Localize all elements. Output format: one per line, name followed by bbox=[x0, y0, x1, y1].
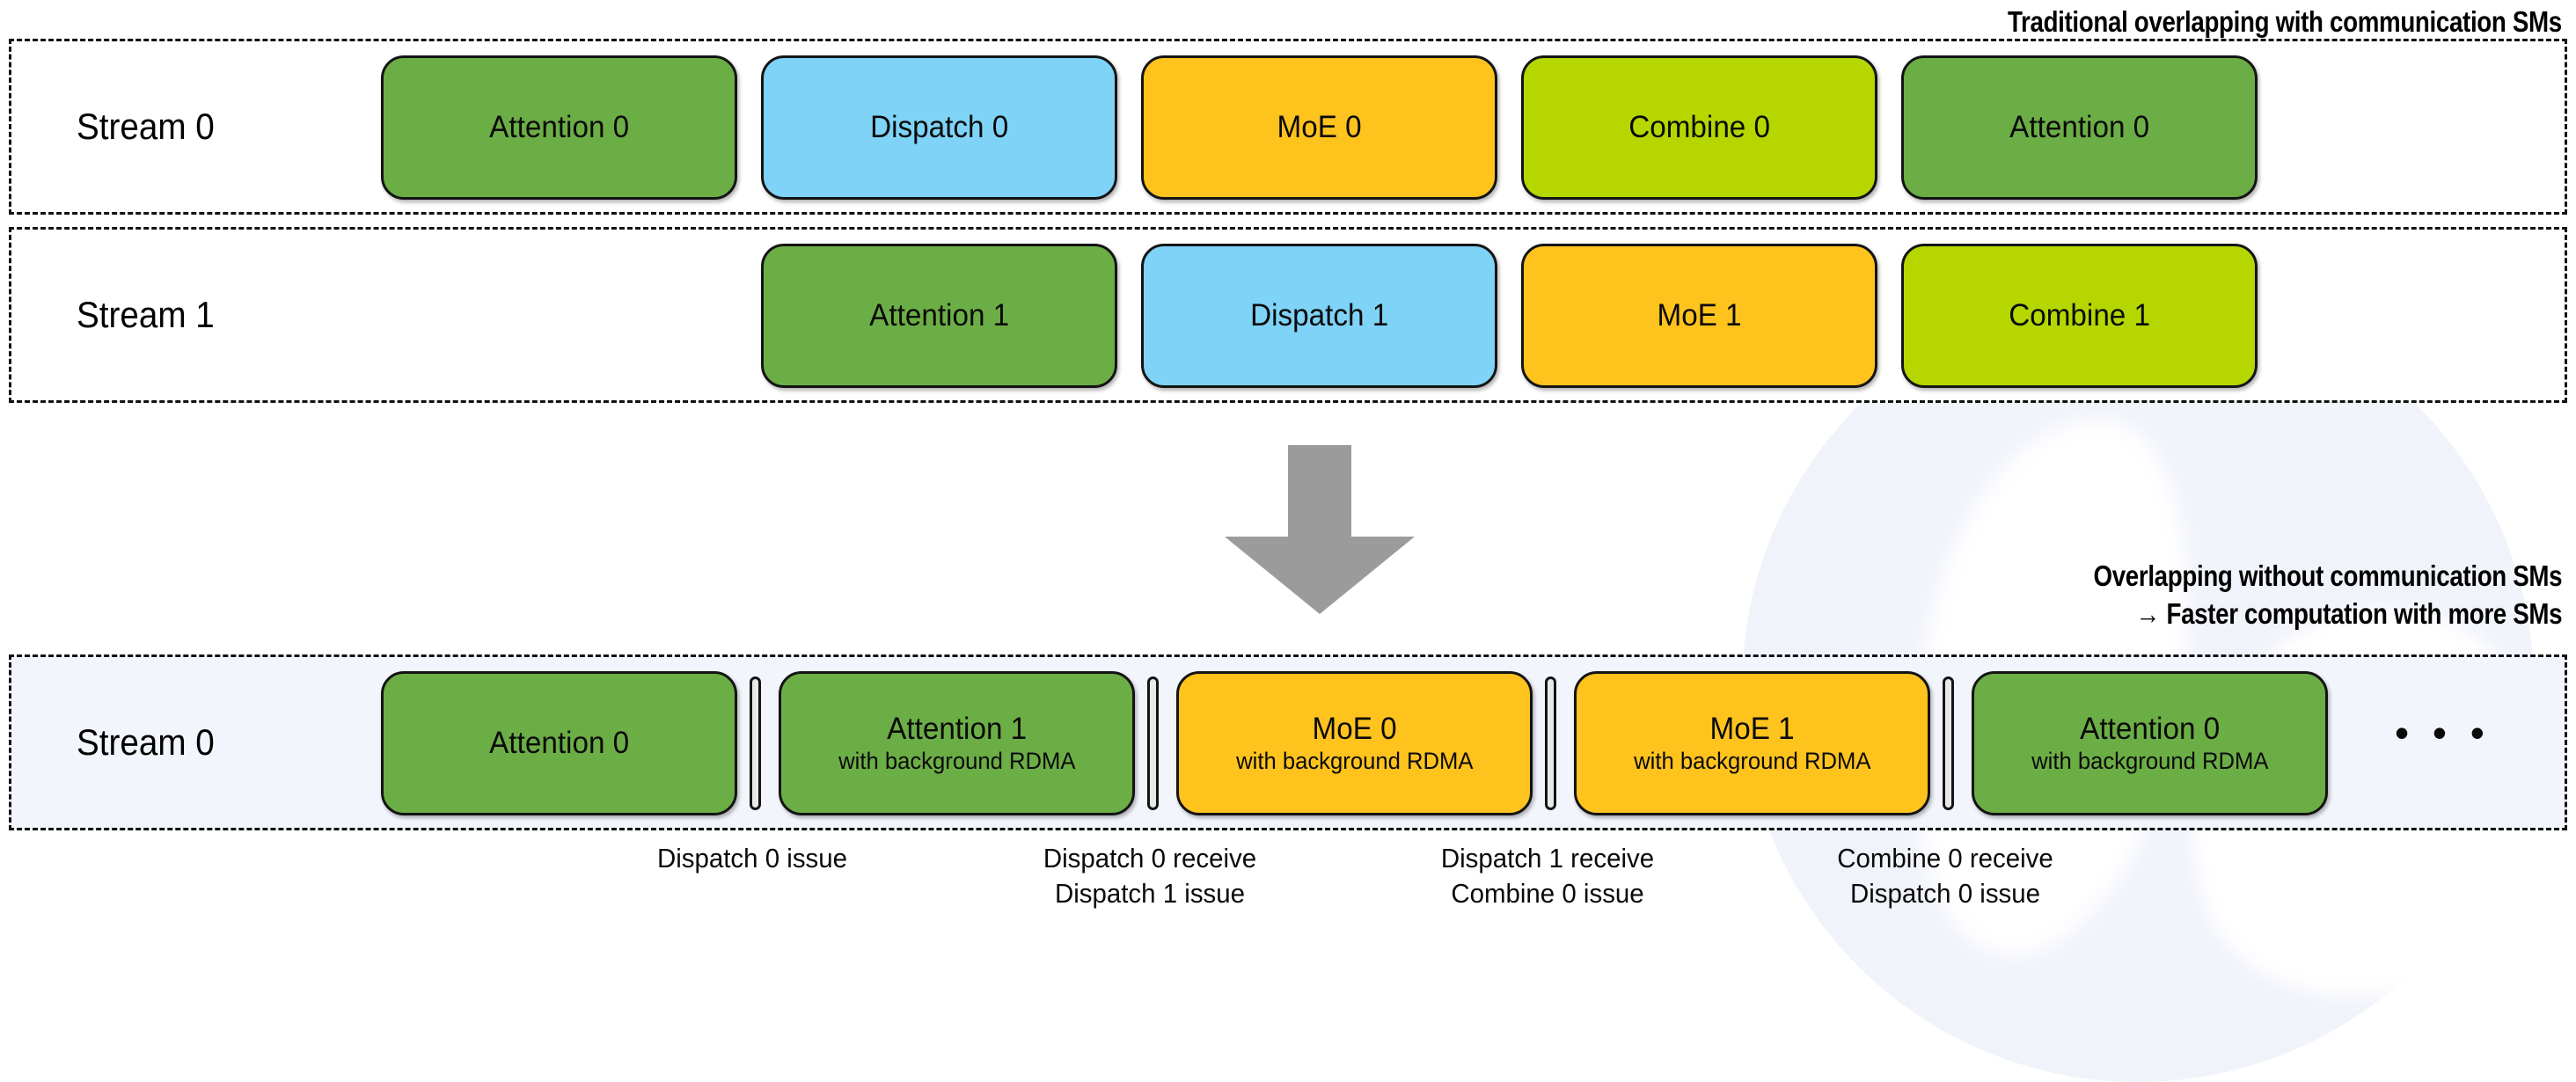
task-title: MoE 1 bbox=[1709, 711, 1795, 746]
stream-separator-3 bbox=[1943, 676, 1954, 810]
task-title: Dispatch 0 bbox=[869, 110, 1009, 145]
task-title: Attention 1 bbox=[887, 711, 1027, 746]
task-box-moe-0-r0-2[interactable]: MoE 0 bbox=[1141, 55, 1497, 200]
stream-row-traditional-1: Stream 1 Attention 1 Dispatch 1 MoE 1 Combin… bbox=[9, 227, 2567, 403]
task-title: Attention 0 bbox=[2080, 711, 2220, 746]
task-box-moe-1-r1-2[interactable]: MoE 1 bbox=[1521, 244, 1877, 388]
task-title: Attention 1 bbox=[869, 298, 1009, 333]
task-title: MoE 0 bbox=[1312, 711, 1397, 746]
task-title: Attention 0 bbox=[2009, 110, 2149, 145]
timeline-annotation-2: Dispatch 1 receive Combine 0 issue bbox=[1440, 843, 1655, 910]
task-box-dispatch-0-r0-1[interactable]: Dispatch 0 bbox=[761, 55, 1117, 200]
task-subtitle: with background RDMA bbox=[1633, 747, 1871, 774]
top-section-caption: Traditional overlapping with communicati… bbox=[2008, 5, 2562, 38]
diagram-canvas: Traditional overlapping with communicati… bbox=[9, 5, 2567, 910]
stream-separator-1 bbox=[1147, 676, 1159, 810]
task-box-attention-1-r1-0[interactable]: Attention 1 bbox=[761, 244, 1117, 388]
task-subtitle: with background RDMA bbox=[1235, 747, 1474, 774]
stream-label-1: Stream 1 bbox=[77, 294, 215, 335]
timeline-annotation-3: Combine 0 receive Dispatch 0 issue bbox=[1837, 843, 2053, 910]
stream-separator-2 bbox=[1545, 676, 1556, 810]
task-box-attention-0-r2-0[interactable]: Attention 0 bbox=[381, 671, 737, 815]
task-title: MoE 0 bbox=[1277, 110, 1362, 145]
row-ellipsis: • • • bbox=[2395, 710, 2491, 756]
stream-separator-0 bbox=[750, 676, 761, 810]
stream-label-2: Stream 0 bbox=[77, 721, 215, 763]
task-title: Attention 0 bbox=[489, 110, 629, 145]
task-subtitle: with background RDMA bbox=[838, 747, 1076, 774]
task-box-combine-1-r1-3[interactable]: Combine 1 bbox=[1901, 244, 2258, 388]
task-box-attention-0-r0-0[interactable]: Attention 0 bbox=[381, 55, 737, 200]
timeline-annotation-1: Dispatch 0 receive Dispatch 1 issue bbox=[1043, 843, 1257, 910]
task-box-attention-0-r0-4[interactable]: Attention 0 bbox=[1901, 55, 2258, 200]
task-box-dispatch-1-r1-1[interactable]: Dispatch 1 bbox=[1141, 244, 1497, 388]
down-arrow-icon bbox=[1225, 445, 1415, 614]
task-title: Combine 1 bbox=[2009, 298, 2150, 333]
task-subtitle: with background RDMA bbox=[2031, 747, 2269, 774]
bottom-section-caption: Overlapping without communication SMs → … bbox=[2093, 559, 2562, 630]
task-title: Attention 0 bbox=[489, 726, 629, 761]
task-box-combine-0-r0-3[interactable]: Combine 0 bbox=[1521, 55, 1877, 200]
timeline-annotation-0: Dispatch 0 issue bbox=[656, 843, 848, 874]
task-title: MoE 1 bbox=[1657, 298, 1742, 333]
stream-row-traditional-0: Stream 0 Attention 0 Dispatch 0 MoE 0 Combin… bbox=[9, 39, 2567, 215]
task-title: Dispatch 1 bbox=[1249, 298, 1389, 333]
task-title: Combine 0 bbox=[1628, 110, 1770, 145]
stream-label-0: Stream 0 bbox=[77, 106, 215, 147]
